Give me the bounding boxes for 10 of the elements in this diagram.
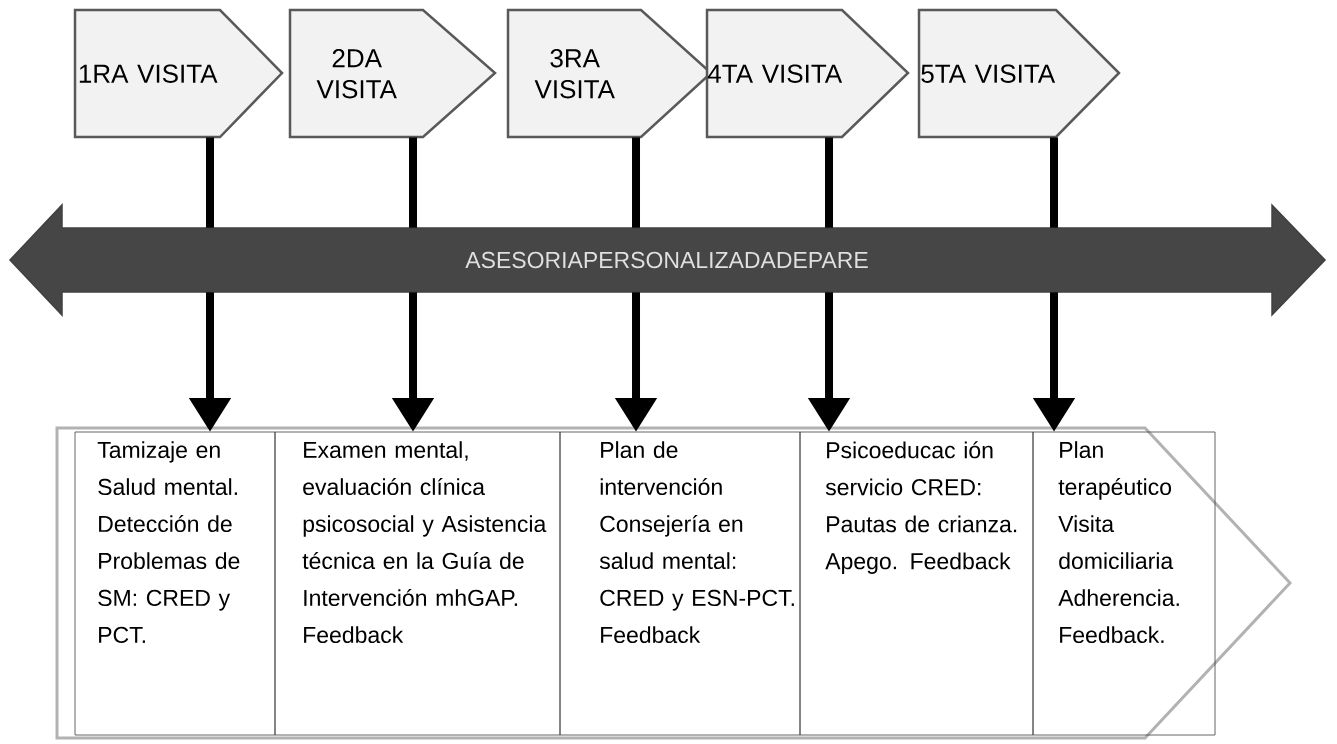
text-cell: Examen mental, evaluación clínica psicosocial y Asistencia técnica en la Guía de Intervención mhGAP. Feedback (274, 431, 561, 736)
visit-sign: 5TA VISITA (917, 8, 1121, 139)
text-cell: Plan de intervención Consejería en salud mental: CRED y ESN-PCT. Feedback (559, 431, 801, 736)
visit-sign: 4TA VISITA (705, 8, 910, 139)
text-cell: Tamizaje en Salud mental. Detección de Problemas de SM: CRED y PCT. (74, 431, 276, 736)
step-arrow (55, 426, 1293, 740)
text-cell: Psicoeducac ión servicio CRED: Pautas de crianza. Apego. Feedback (799, 431, 1034, 736)
text-cell: Plan terapéutico Visita domiciliaria Adherencia. Feedback. (1032, 431, 1216, 736)
visit-sign: 1RA VISITA (73, 8, 284, 139)
visit-sign: 2DA VISITA (288, 8, 497, 139)
